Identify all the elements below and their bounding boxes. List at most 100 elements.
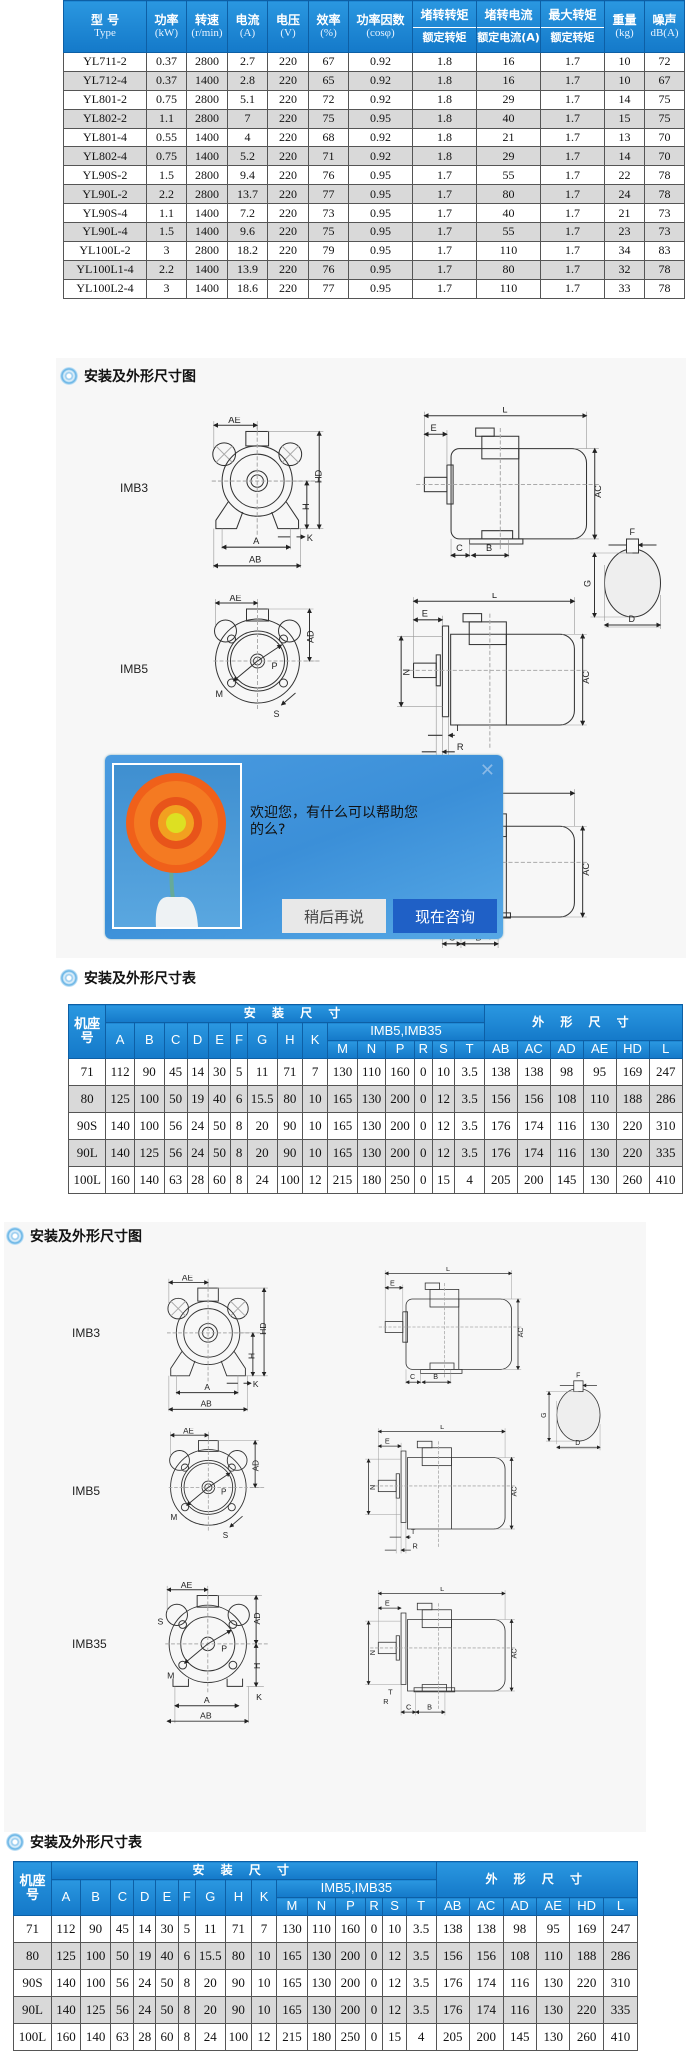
table-cell: 169 [569,1915,604,1943]
table-cell: 45 [163,1058,188,1086]
column-header: AB [483,1040,518,1059]
table-cell: 250 [385,1166,416,1194]
table-cell: 14 [186,1058,209,1086]
table-cell: 70 [644,146,685,167]
table-cell: 55 [476,165,541,186]
table-cell: 24 [246,1166,278,1194]
table-cell: 95 [535,1915,571,1943]
table-cell: 260 [615,1166,650,1194]
table-cell: 1.8 [412,52,477,72]
table-cell: 220 [267,108,309,129]
side-view-imb5 [397,590,591,756]
table-cell: 1.1 [146,108,187,129]
table-cell: 55 [476,222,541,242]
header-top: 功率因数 [356,12,405,27]
table-cell: 220 [615,1139,650,1167]
table-cell: 77 [308,184,349,205]
table-cell: YL100L-2 [63,240,147,261]
table-cell: 0 [414,1166,433,1194]
table-cell: 130 [276,1915,308,1943]
table-cell: 145 [549,1166,584,1194]
column-header: M [276,1897,308,1916]
table-cell: 250 [335,2023,366,2051]
table-cell: 174 [516,1112,551,1140]
table-cell: 1.7 [540,146,605,167]
table-cell: 0.95 [348,278,413,299]
table-cell: 72 [308,89,349,110]
section-heading: 安装及外形尺寸图 [6,1226,142,1246]
table-cell: 76 [308,259,349,280]
section-title: 安装及外形尺寸图 [30,1229,142,1245]
table-cell: 0 [364,1915,384,1943]
column-header: F [230,1022,248,1059]
table-cell: 125 [50,1942,81,1970]
table-cell: 125 [105,1085,135,1113]
table-cell: 34 [604,240,645,261]
table-cell: 220 [569,1969,604,1997]
close-icon[interactable]: ✕ [479,760,495,781]
column-header: N [356,1040,387,1059]
table-cell: 220 [267,259,309,280]
table-cell: 80 [276,1085,304,1113]
table-cell: 116 [549,1139,584,1167]
table-cell: 1.1 [146,203,187,224]
header-bottom: 额定转矩 [422,30,467,44]
table-cell: 140 [50,1969,81,1997]
table-cell: 8 [230,1139,248,1167]
section-heading: 安装及外形尺寸图 [60,366,196,386]
later-button[interactable]: 稍后再说 [282,899,386,933]
table-cell: 80 [476,259,541,280]
table-cell: 75 [308,222,349,242]
header-top: 噪声 [652,12,677,27]
table-cell: 71 [67,1058,107,1086]
column-header: B [133,1022,165,1059]
column-header: HD [569,1897,604,1916]
table-cell: 130 [356,1085,387,1113]
table-cell: 188 [615,1085,650,1113]
table-cell: 100L [67,1166,107,1194]
table-cell: 71 [276,1058,304,1086]
table-cell: 20 [194,1996,226,2024]
column-header: D [133,1879,156,1916]
table-cell: 140 [105,1112,135,1140]
front-view-imb5 [169,1426,266,1539]
table-cell: 14 [133,1915,156,1943]
table-cell: 1.8 [412,89,477,110]
table-cell: 156 [469,1942,504,1970]
table-cell: 176 [435,1996,471,2024]
side-view-imb3 [379,1264,525,1384]
table-cell: 2800 [186,108,228,129]
table-cell: 80 [224,1942,252,1970]
view-label-imb3: IMB3 [120,481,148,495]
table-cell: 3.5 [454,1085,485,1113]
header-bottom: (kW) [154,27,179,40]
table-cell: 1.7 [540,89,605,110]
table-cell: 73 [308,203,349,224]
consult-now-button[interactable]: 现在咨询 [393,899,497,933]
table-cell: 71 [224,1915,252,1943]
table-cell: 90 [224,1996,252,2024]
table-cell: 100 [133,1085,165,1113]
header-bottom: (A) [239,27,256,40]
table-cell: 4 [405,2023,437,2051]
table-cell: 0.55 [146,127,187,148]
table-cell: 1.7 [540,52,605,72]
table-cell: 30 [154,1915,180,1943]
table-cell: 6 [230,1085,248,1113]
table-cell: 1400 [186,203,228,224]
table-cell: 13.7 [227,184,268,205]
table-cell: 29 [476,89,541,110]
table-cell: 205 [483,1166,518,1194]
table-cell: 310 [602,1969,639,1997]
table-cell: 220 [267,89,309,110]
table-cell: 8 [178,1996,196,2024]
table-cell: YL90S-2 [63,165,147,186]
table-cell: 0.92 [348,70,413,91]
